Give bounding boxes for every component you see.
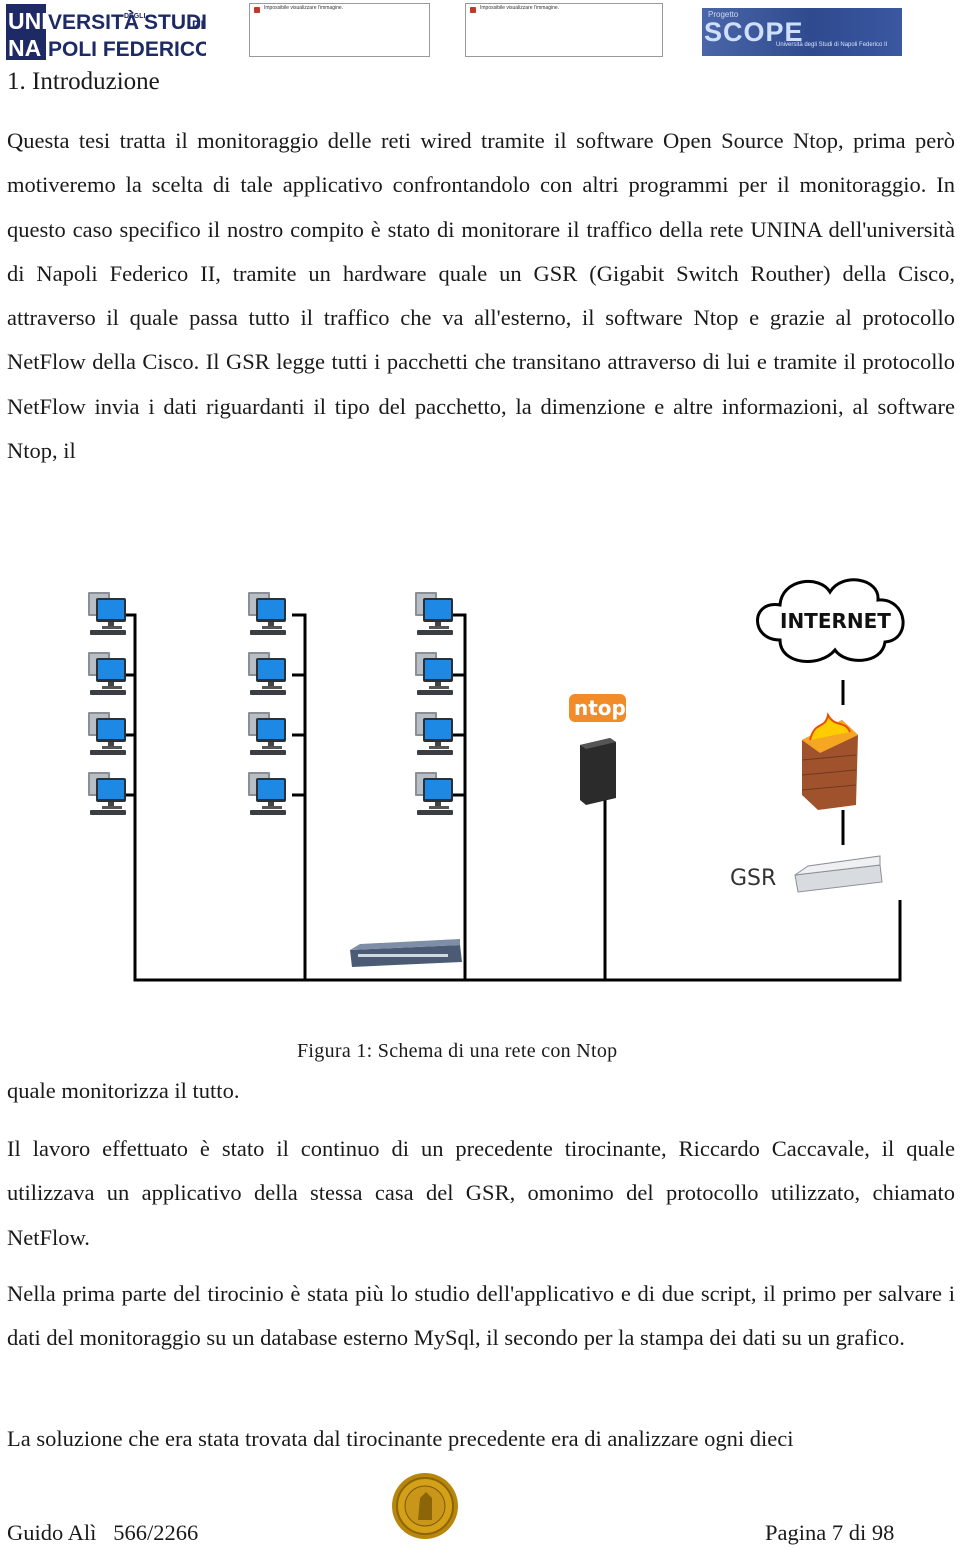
scope-logo: Progetto SCOPE Università degli Studi di… [702,8,902,56]
figure-caption: Figura 1: Schema di una rete con Ntop [297,1040,618,1062]
svg-text:DI: DI [192,18,204,32]
svg-text:NA: NA [8,35,41,60]
gsr-router-icon: GSR [730,855,883,893]
page-header: UNI VERSITÀ DEGLI STUDI DI NA POLI FEDER… [0,0,960,62]
missing-image-placeholder: Impossibile visualizzare l'immagine. [249,3,430,57]
paragraph: La soluzione che era stata trovata dal t… [7,1426,794,1451]
paragraph: quale monitorizza il tutto. [7,1078,240,1103]
svg-text:STUDI: STUDI [144,11,206,34]
placeholder-text: Impossibile visualizzare l'immagine. [264,5,344,11]
placeholder-text: Impossibile visualizzare l'immagine. [480,5,560,11]
paragraph: Nella prima parte del tirocinio è stata … [7,1281,955,1351]
network-switch-icon [350,939,462,967]
internet-label: INTERNET [780,609,891,633]
network-cables [122,613,902,982]
scope-logo-title: SCOPE [704,17,804,47]
university-seal-icon [392,1473,458,1539]
page-footer: Guido Alì 566/2266 Pagina 7 di 98 [0,1470,960,1548]
svg-text:VERSITÀ: VERSITÀ [48,11,139,34]
gsr-label: GSR [730,866,776,891]
paragraph: Il lavoro effettuato è stato il continuo… [7,1136,955,1250]
page-number: Pagina 7 di 98 [765,1520,895,1545]
unina-logo: UNI VERSITÀ DEGLI STUDI DI NA POLI FEDER… [6,4,206,60]
svg-text:POLI FEDERICO II: POLI FEDERICO II [48,38,206,60]
svg-text:UNI: UNI [8,8,48,34]
svg-text:DEGLI: DEGLI [124,13,145,20]
network-diagram: INTERNET GSR ntop [88,578,905,982]
ntop-server-icon: ntop [569,694,626,805]
missing-image-placeholder: Impossibile visualizzare l'immagine. [465,3,663,57]
scope-logo-sub: Università degli Studi di Napoli Federic… [776,42,888,48]
section-title: 1. Introduzione [7,68,160,95]
paragraph: Questa tesi tratta il monitoraggio delle… [7,128,955,464]
footer-author: Guido Alì 566/2266 [7,1520,199,1545]
broken-image-icon [470,7,476,13]
pc-icons [88,592,453,815]
internet-cloud-icon: INTERNET [756,578,905,663]
firewall-icon [801,712,858,810]
scope-logo-prog: Progetto [708,10,739,19]
broken-image-icon [254,7,260,13]
ntop-label: ntop [574,696,626,720]
